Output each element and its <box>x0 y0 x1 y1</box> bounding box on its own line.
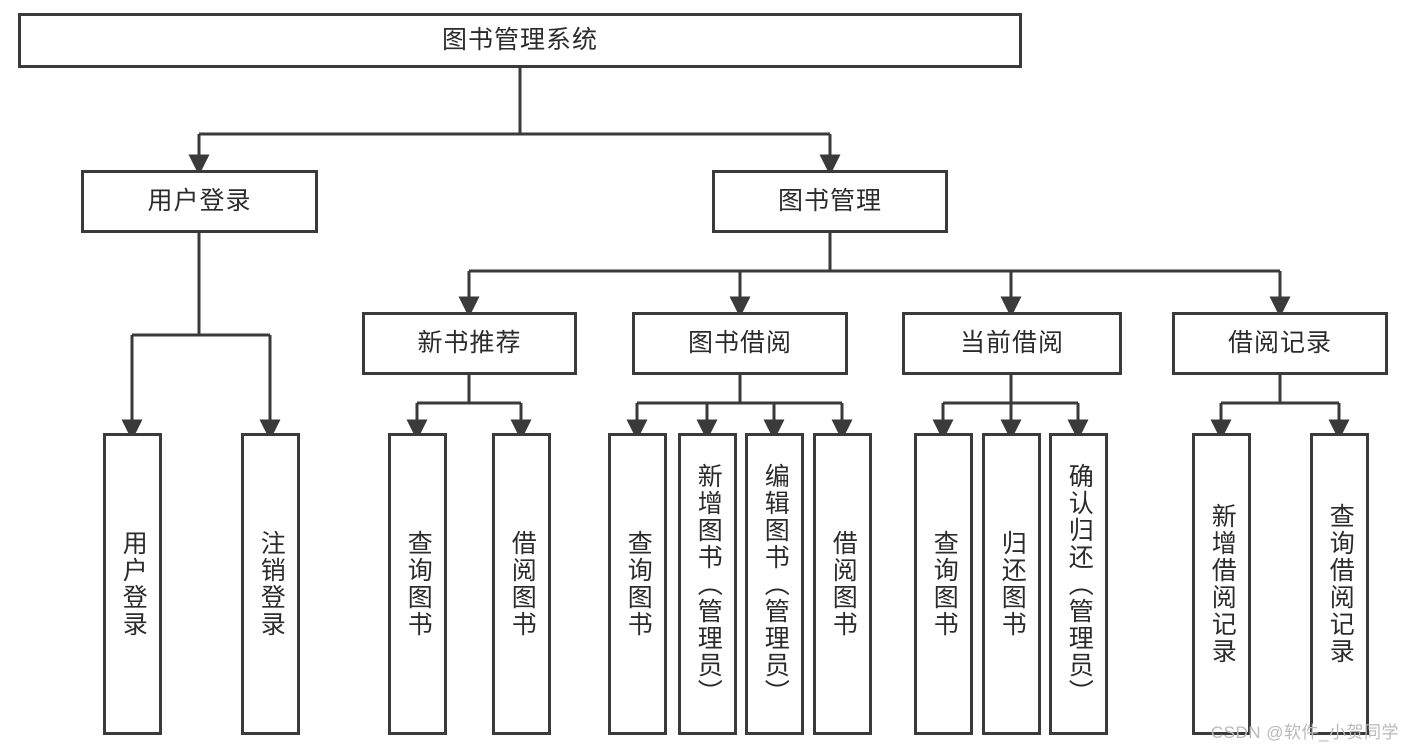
node-leaf-query-record-label: 查询借阅记录 <box>1326 503 1355 665</box>
node-leaf-user-logout[interactable]: 注销登录 <box>241 433 300 735</box>
node-borrow-record[interactable]: 借阅记录 <box>1172 312 1388 375</box>
node-current-borrow-label: 当前借阅 <box>959 329 1064 358</box>
node-leaf-confirm-return-label: 确认归还（管理员） <box>1065 462 1094 706</box>
node-leaf-add-record-label: 新增借阅记录 <box>1208 503 1237 665</box>
node-book-borrow[interactable]: 图书借阅 <box>632 312 848 375</box>
node-book-management-label: 图书管理 <box>777 187 882 216</box>
node-leaf-query-record[interactable]: 查询借阅记录 <box>1310 433 1369 735</box>
node-user-login-label: 用户登录 <box>147 187 252 216</box>
node-leaf-edit-book[interactable]: 编辑图书（管理员） <box>745 433 804 735</box>
node-leaf-confirm-return[interactable]: 确认归还（管理员） <box>1049 433 1108 735</box>
node-new-book-recommend[interactable]: 新书推荐 <box>362 312 577 375</box>
node-leaf-query-book-3[interactable]: 查询图书 <box>914 433 973 735</box>
node-new-book-recommend-label: 新书推荐 <box>417 329 522 358</box>
node-leaf-query-book-3-label: 查询图书 <box>930 530 959 638</box>
node-leaf-borrow-book-1[interactable]: 借阅图书 <box>492 433 551 735</box>
node-root[interactable]: 图书管理系统 <box>18 13 1022 68</box>
node-leaf-return-book-label: 归还图书 <box>998 530 1027 638</box>
node-leaf-add-record[interactable]: 新增借阅记录 <box>1192 433 1251 735</box>
node-user-login[interactable]: 用户登录 <box>81 170 318 233</box>
csdn-watermark: CSDN @软件_小贺同学 <box>1210 723 1399 742</box>
node-leaf-return-book[interactable]: 归还图书 <box>982 433 1041 735</box>
node-leaf-add-book[interactable]: 新增图书（管理员） <box>678 433 737 735</box>
node-current-borrow[interactable]: 当前借阅 <box>902 312 1122 375</box>
node-leaf-borrow-book-1-label: 借阅图书 <box>508 530 537 638</box>
node-leaf-user-login[interactable]: 用户登录 <box>103 433 162 735</box>
node-book-management[interactable]: 图书管理 <box>712 170 948 233</box>
node-book-borrow-label: 图书借阅 <box>687 329 792 358</box>
node-leaf-borrow-book-2-label: 借阅图书 <box>829 530 858 638</box>
node-leaf-user-logout-label: 注销登录 <box>257 530 286 638</box>
node-leaf-query-book-2-label: 查询图书 <box>624 530 653 638</box>
node-leaf-borrow-book-2[interactable]: 借阅图书 <box>813 433 872 735</box>
node-root-label: 图书管理系统 <box>441 26 598 55</box>
node-leaf-add-book-label: 新增图书（管理员） <box>694 462 723 706</box>
node-leaf-query-book-2[interactable]: 查询图书 <box>608 433 667 735</box>
node-leaf-query-book-1[interactable]: 查询图书 <box>388 433 447 735</box>
node-borrow-record-label: 借阅记录 <box>1227 329 1332 358</box>
node-leaf-query-book-1-label: 查询图书 <box>404 530 433 638</box>
node-leaf-user-login-label: 用户登录 <box>119 530 148 638</box>
node-leaf-edit-book-label: 编辑图书（管理员） <box>761 462 790 706</box>
